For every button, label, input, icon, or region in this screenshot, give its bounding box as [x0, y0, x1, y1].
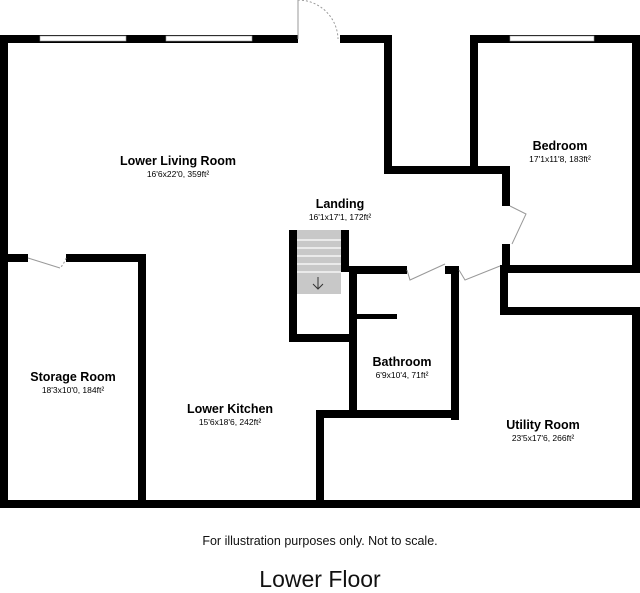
interior-walls	[0, 230, 459, 508]
room-name: Lower Kitchen	[187, 402, 273, 416]
room-dimensions: 23'5x17'6, 266ft²	[512, 433, 574, 443]
room-label-utility-room: Utility Room 23'5x17'6, 266ft²	[506, 418, 580, 443]
room-name: Landing	[316, 197, 365, 211]
disclaimer-text: For illustration purposes only. Not to s…	[202, 534, 438, 548]
room-name: Bathroom	[372, 355, 431, 369]
room-name: Storage Room	[30, 370, 115, 384]
staircase	[297, 230, 341, 294]
room-label-bedroom: Bedroom 17'1x11'8, 183ft²	[529, 139, 591, 164]
room-dimensions: 6'9x10'4, 71ft²	[376, 370, 429, 380]
room-label-lower-kitchen: Lower Kitchen 15'6x18'6, 242ft²	[187, 402, 273, 427]
room-label-bathroom: Bathroom 6'9x10'4, 71ft²	[372, 355, 431, 380]
room-dimensions: 16'1x17'1, 172ft²	[309, 212, 371, 222]
room-dimensions: 15'6x18'6, 242ft²	[199, 417, 261, 427]
room-dimensions: 17'1x11'8, 183ft²	[529, 154, 591, 164]
room-label-storage-room: Storage Room 18'3x10'0, 184ft²	[30, 370, 115, 395]
room-label-lower-living-room: Lower Living Room 16'6x22'0, 359ft²	[120, 154, 236, 179]
room-name: Bedroom	[533, 139, 588, 153]
floor-title: Lower Floor	[259, 566, 381, 592]
windows	[39, 35, 595, 42]
floor-plan: Lower Living Room 16'6x22'0, 359ft² Bedr…	[0, 0, 640, 508]
room-name: Utility Room	[506, 418, 580, 432]
room-label-landing: Landing 16'1x17'1, 172ft²	[309, 197, 371, 222]
doors	[27, 0, 527, 281]
stair-down-arrow-icon	[312, 277, 324, 290]
room-dimensions: 16'6x22'0, 359ft²	[147, 169, 209, 179]
room-name: Lower Living Room	[120, 154, 236, 168]
room-dimensions: 18'3x10'0, 184ft²	[42, 385, 104, 395]
